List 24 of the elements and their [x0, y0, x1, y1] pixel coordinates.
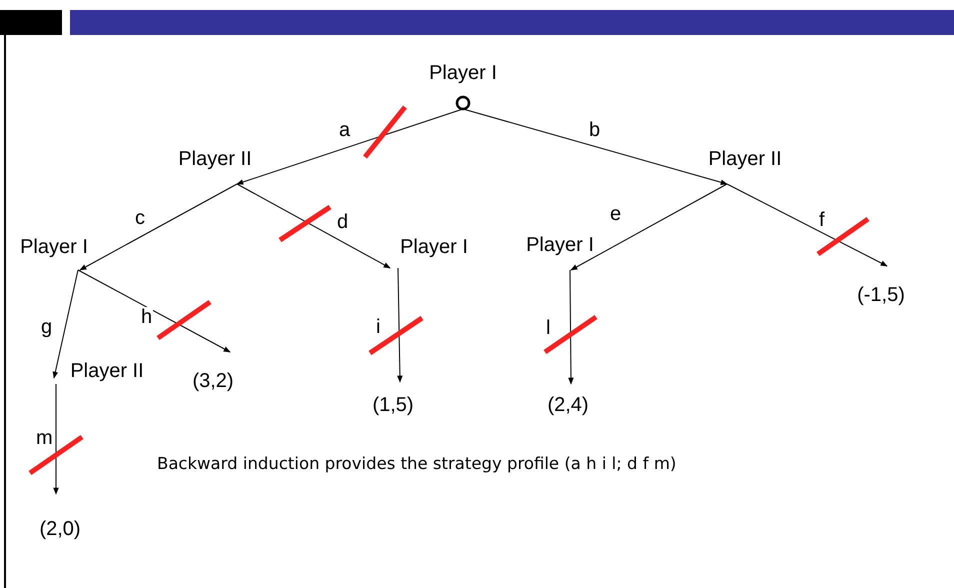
- arrow: [78, 270, 231, 352]
- arrow: [236, 184, 391, 268]
- arrow: [236, 108, 464, 185]
- arrow: [397, 268, 403, 383]
- node-label: Player I: [400, 236, 468, 258]
- node-label: (-1,5): [857, 284, 905, 306]
- caption: Backward induction provides the strategy profile (a h i l; d f m): [157, 454, 676, 473]
- arrow: [568, 270, 574, 385]
- node-label: Player I: [20, 236, 88, 258]
- node-label: (1,5): [372, 394, 414, 416]
- node-label: Player II: [70, 360, 144, 382]
- arrow: [570, 184, 728, 270]
- arrow: [726, 184, 888, 266]
- node-label: Player I: [429, 62, 497, 84]
- node-label: Player I: [526, 234, 594, 256]
- node-label: (2,0): [39, 518, 81, 540]
- node-label: (3,2): [192, 370, 234, 392]
- arrow: [462, 108, 728, 185]
- arrow: [52, 270, 78, 379]
- arrow: [79, 184, 238, 270]
- arrow: [53, 384, 59, 495]
- node-label: Player II: [178, 148, 252, 170]
- node-label: (2,4): [547, 394, 589, 416]
- node-label: Player II: [708, 148, 782, 170]
